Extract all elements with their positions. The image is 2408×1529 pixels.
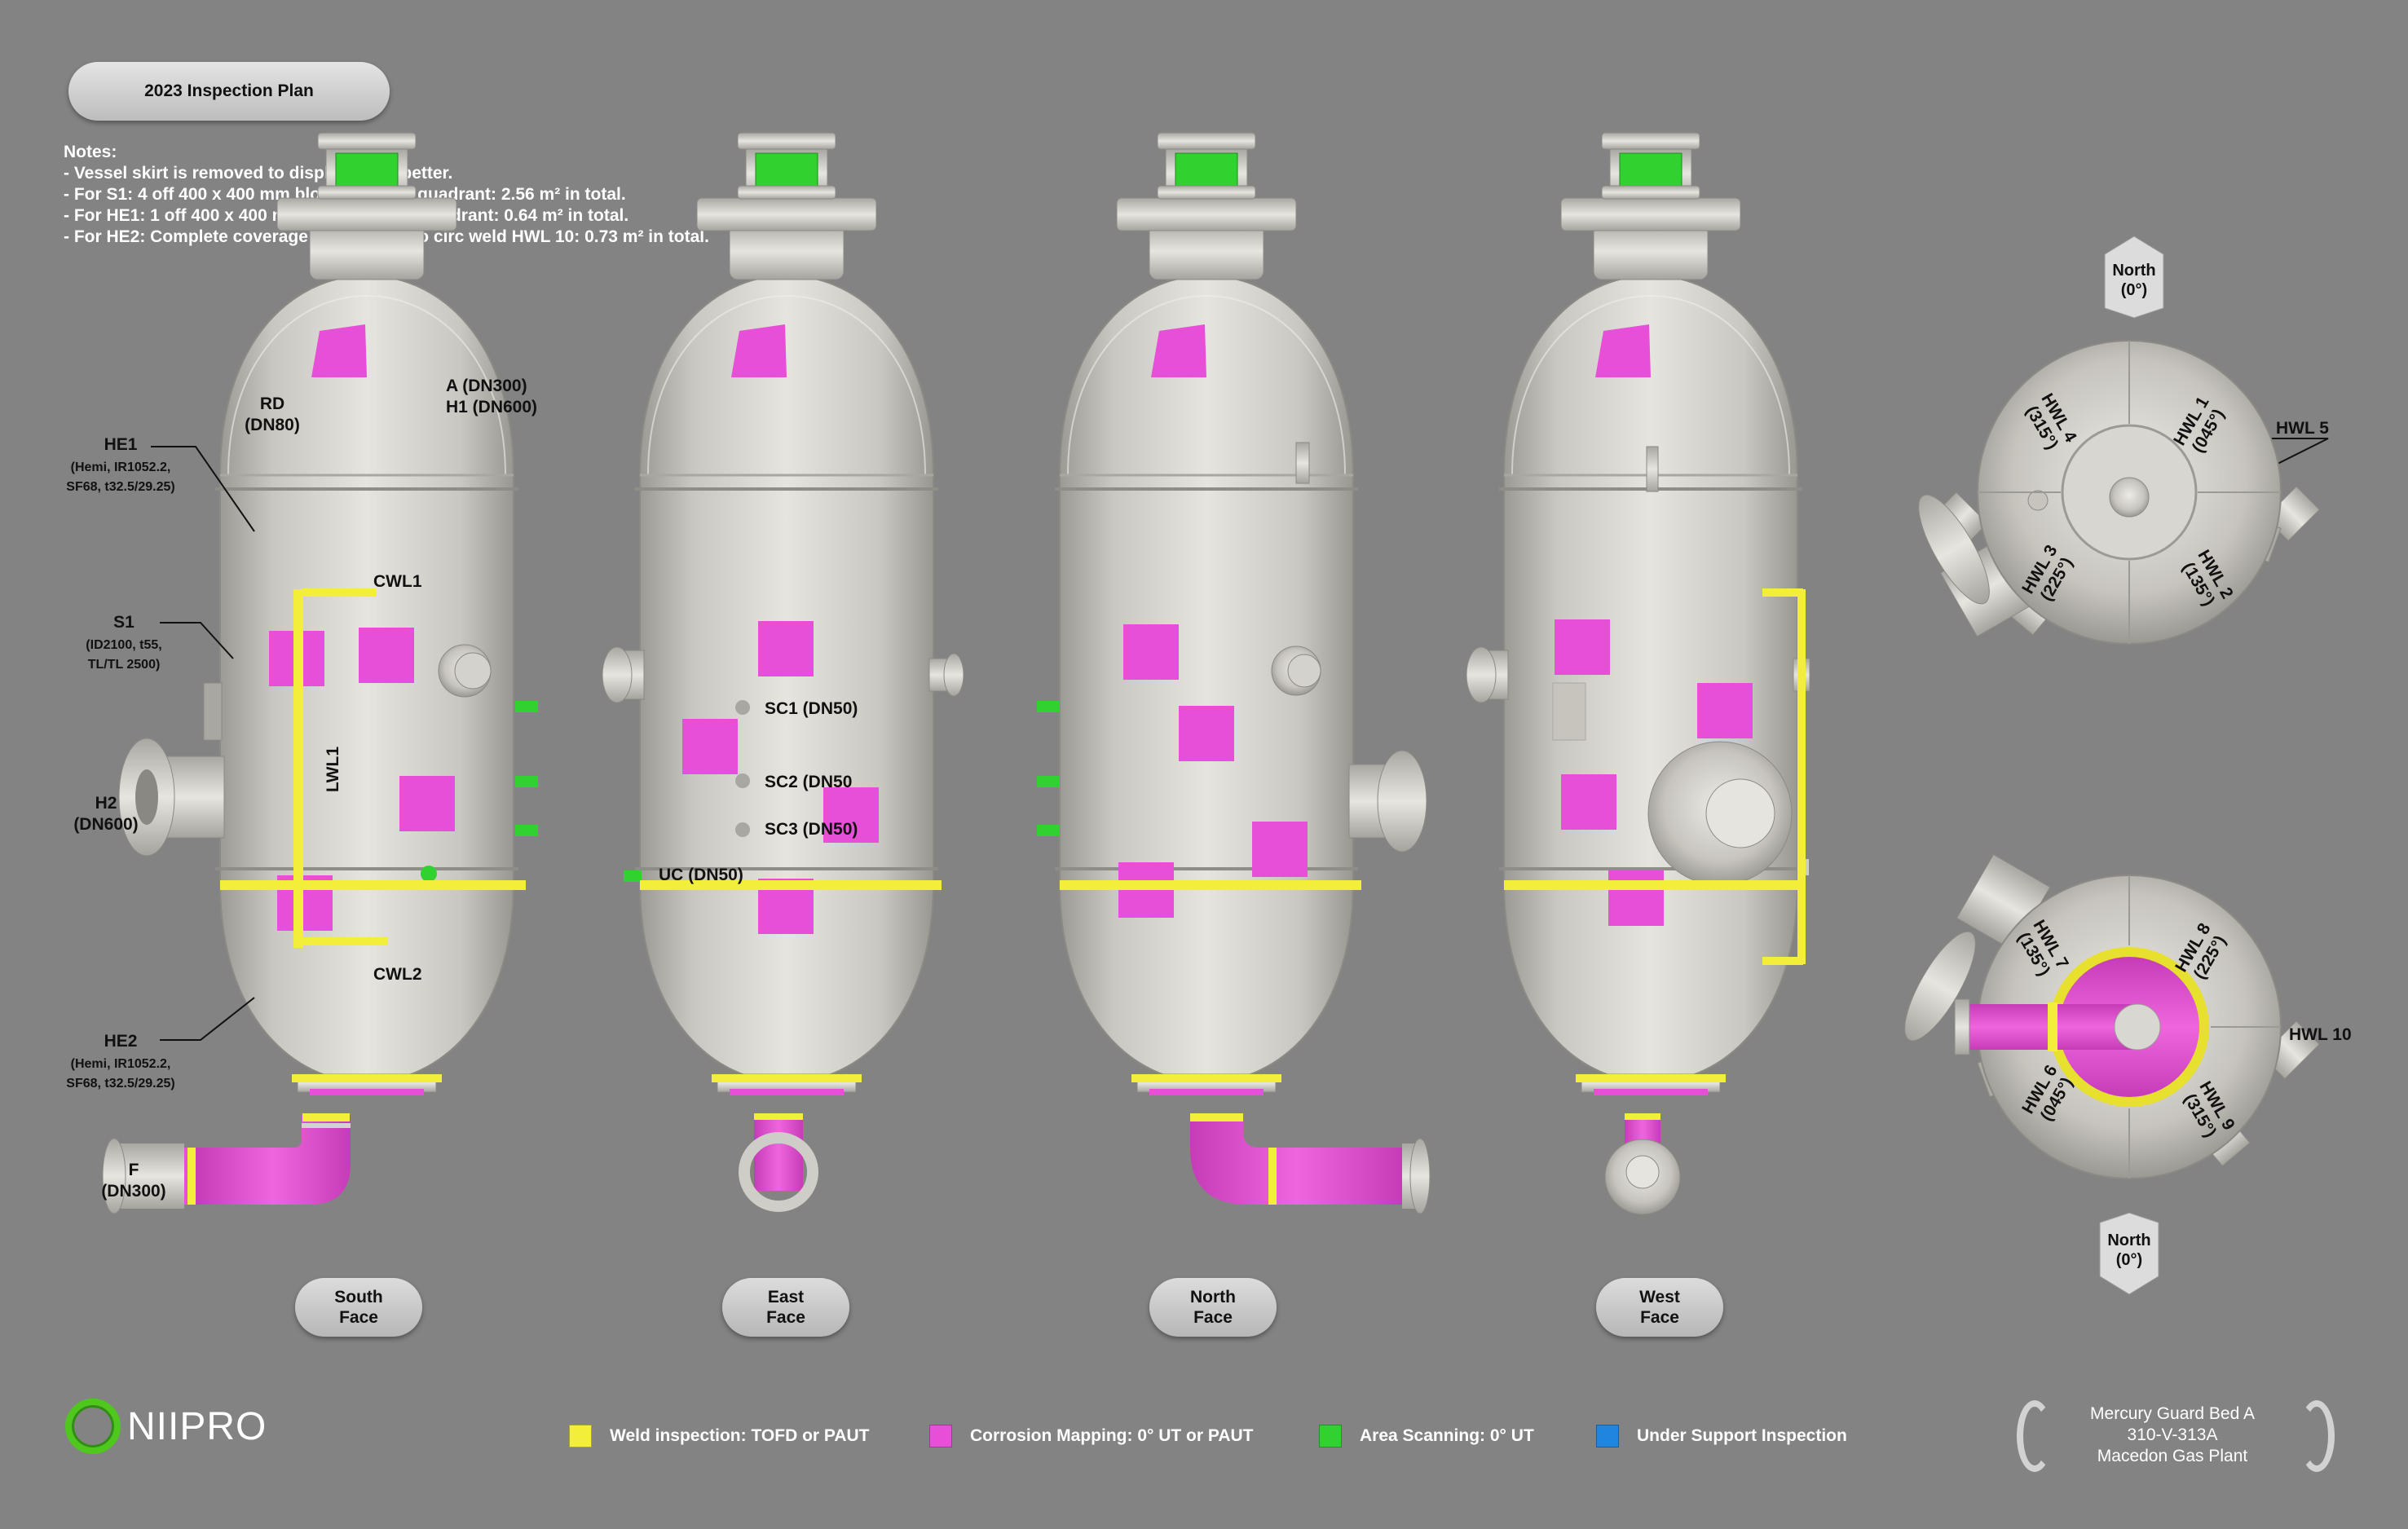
face-name: East xyxy=(767,1288,805,1306)
legend-swatch xyxy=(1596,1425,1619,1447)
label-s1: S1 xyxy=(113,613,135,632)
label-he2-d2: SF68, t32.5/29.25) xyxy=(66,1077,174,1091)
vessel-south xyxy=(102,131,538,1214)
legend-item-support: Under Support Inspection xyxy=(1596,1425,1847,1447)
legend-label: Under Support Inspection xyxy=(1637,1426,1847,1445)
label-s1-d2: TL/TL 2500) xyxy=(88,658,161,672)
face-word: Face xyxy=(339,1308,378,1327)
face-label-west: West Face xyxy=(1596,1278,1723,1337)
face-name: North xyxy=(1190,1288,1236,1306)
vessel-west xyxy=(1466,131,1810,1215)
label-a: A (DN300) xyxy=(446,377,527,395)
plant-info: Mercury Guard Bed A 310-V-313A Macedon G… xyxy=(2054,1403,2291,1467)
legend-swatch xyxy=(569,1425,592,1447)
label-he1-d2: SF68, t32.5/29.25) xyxy=(66,480,174,494)
face-word: Face xyxy=(1640,1308,1679,1327)
logo-ring-icon xyxy=(65,1399,121,1454)
face-name: West xyxy=(1639,1288,1680,1306)
label-uc: UC (DN50) xyxy=(659,866,743,884)
label-h1: H1 (DN600) xyxy=(446,398,537,416)
legend-swatch xyxy=(1319,1425,1342,1447)
label-h2-size: (DN600) xyxy=(73,815,138,834)
label-rd-size: (DN80) xyxy=(245,416,300,434)
north-degree: (0°) xyxy=(2121,281,2147,299)
face-label-south: South Face xyxy=(295,1278,422,1337)
label-cwl1: CWL1 xyxy=(373,572,422,591)
legend-label: Area Scanning: 0° UT xyxy=(1360,1426,1534,1445)
label-sc1: SC1 (DN50) xyxy=(765,699,858,718)
legend-swatch xyxy=(929,1425,952,1447)
logo-text: NIIPRO xyxy=(127,1404,267,1448)
equipment-tag: 310-V-313A xyxy=(2127,1425,2218,1444)
vessel-east xyxy=(602,131,964,1212)
face-word: Face xyxy=(766,1308,805,1327)
legend-label: Weld inspection: TOFD or PAUT xyxy=(610,1426,870,1445)
vessel-labels: RD (DN80) A (DN300) H1 (DN600) HE1 (Hemi… xyxy=(66,377,858,1201)
label-f-size: (DN300) xyxy=(101,1182,165,1201)
label-sc2: SC2 (DN50 xyxy=(765,773,852,791)
legend-label: Corrosion Mapping: 0° UT or PAUT xyxy=(970,1426,1254,1445)
north-arrow-top: North (0°) xyxy=(2104,236,2164,319)
face-label-east: East Face xyxy=(722,1278,849,1337)
face-name: South xyxy=(334,1288,383,1306)
label-cwl2: CWL2 xyxy=(373,965,422,984)
niipro-logo: NIIPRO xyxy=(65,1399,267,1454)
face-word: Face xyxy=(1193,1308,1233,1327)
label-s1-d1: (ID2100, t55, xyxy=(86,638,161,652)
label-he1: HE1 xyxy=(104,435,138,454)
north-label: North xyxy=(2112,262,2155,280)
legend-item-weld: Weld inspection: TOFD or PAUT xyxy=(569,1425,870,1447)
north-arrow-bottom: North (0°) xyxy=(2099,1212,2159,1295)
bracket-right-icon xyxy=(2299,1400,2335,1472)
face-label-north: North Face xyxy=(1149,1278,1277,1337)
label-he2-d1: (Hemi, IR1052.2, xyxy=(71,1057,171,1071)
legend-item-scan: Area Scanning: 0° UT xyxy=(1319,1425,1534,1447)
label-f: F xyxy=(129,1161,139,1179)
plan-title: 2023 Inspection Plan xyxy=(68,62,390,121)
plant-name: Macedon Gas Plant xyxy=(2097,1447,2248,1465)
legend-item-corrosion: Corrosion Mapping: 0° UT or PAUT xyxy=(929,1425,1254,1447)
circ-weld-label: HWL 5 xyxy=(2276,419,2329,438)
bracket-left-icon xyxy=(2017,1400,2053,1472)
label-h2: H2 xyxy=(95,794,117,813)
circ-weld-label: HWL 10 xyxy=(2289,1025,2352,1044)
north-degree: (0°) xyxy=(2116,1251,2142,1269)
label-sc3: SC3 (DN50) xyxy=(765,820,858,839)
label-he1-d1: (Hemi, IR1052.2, xyxy=(71,460,171,474)
vessel-north xyxy=(1037,131,1431,1214)
north-label: North xyxy=(2107,1232,2150,1249)
notes-heading: Notes: xyxy=(64,143,117,161)
label-rd: RD xyxy=(260,394,284,413)
plan-view-top xyxy=(1918,340,2321,645)
label-lwl1: LWL1 xyxy=(324,747,342,792)
plan-view-bottom xyxy=(1904,853,2321,1179)
label-he2: HE2 xyxy=(104,1032,138,1051)
equipment-name: Mercury Guard Bed A xyxy=(2090,1404,2255,1423)
